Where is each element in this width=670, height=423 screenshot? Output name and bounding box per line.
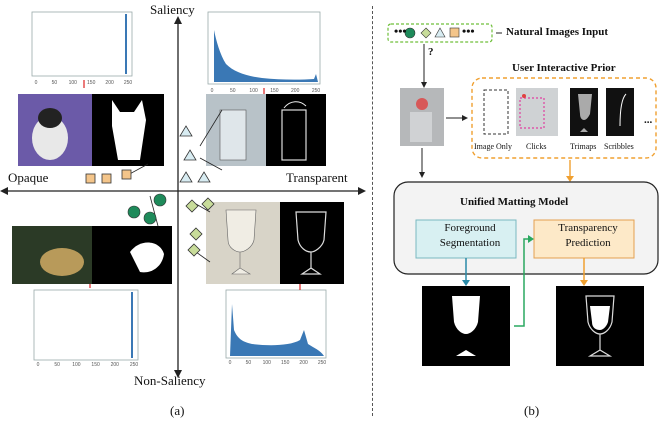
hist-tick-label: 0 — [37, 362, 40, 368]
hist-tick-label: 0 — [211, 88, 214, 94]
prior-box — [471, 77, 657, 159]
hist-tick-label: 100 — [69, 80, 78, 86]
input-title: Natural Images Input — [506, 26, 609, 38]
hist-tick-label: 100 — [263, 360, 272, 366]
circle-marker — [153, 193, 167, 207]
hist-tick-label: 250 — [124, 80, 133, 86]
square-marker — [101, 173, 112, 184]
horizontal-axis-arrow-right — [358, 187, 366, 195]
prior-title: User Interactive Prior — [512, 62, 616, 74]
diamond-marker — [201, 197, 215, 211]
hist-tick-label: 50 — [52, 80, 58, 86]
input-square-icon — [449, 27, 460, 38]
fg-label-line1: Foreground — [444, 222, 496, 234]
input-pill — [387, 23, 493, 43]
square-marker — [85, 173, 96, 184]
hist-tick-label: 50 — [54, 362, 60, 368]
horizontal-axis-arrow-left — [0, 187, 8, 195]
square-marker — [121, 169, 132, 180]
input-diamond-icon — [420, 27, 432, 39]
left-panel-canvas: 0 50 100 150 200 250 0 50 100 150 200 250 0 50 100 150 2… — [0, 11, 366, 378]
axis-label-non-saliency: Non-Saliency — [134, 373, 206, 388]
fg-seg-box — [415, 219, 517, 259]
circle-marker — [143, 211, 157, 225]
prior-label-image-only: Image Only — [474, 142, 512, 151]
hist-tick-label: 250 — [318, 360, 327, 366]
triangle-marker — [179, 171, 193, 183]
vertical-axis-arrow-top — [174, 16, 182, 24]
triangle-marker — [179, 125, 193, 137]
diamond-marker — [185, 199, 199, 213]
hist-tick-label: 150 — [270, 88, 279, 94]
hist-tick-label: 150 — [87, 80, 96, 86]
hist-tick-label: 200 — [105, 80, 114, 86]
hist-tick-label: 150 — [281, 360, 290, 366]
hist-tick-label: 250 — [130, 362, 139, 368]
tp-label-line2: Prediction — [565, 237, 611, 249]
splash-glass-matte — [266, 94, 326, 166]
triangle-marker — [197, 171, 211, 183]
hist-tick-label: 50 — [246, 360, 252, 366]
panel-divider — [372, 6, 373, 416]
prior-image-only — [483, 89, 509, 135]
right-panel-canvas — [387, 23, 659, 366]
caption-b: (b) — [524, 403, 540, 418]
transp-box — [533, 219, 635, 259]
hist-tick-label: 0 — [35, 80, 38, 86]
input-trailing-dots: ••• — [462, 24, 475, 38]
diamond-marker — [187, 243, 201, 257]
input-triangle-icon — [434, 27, 446, 38]
axis-label-transparent: Transparent — [286, 170, 348, 185]
axis-label-saliency: Saliency — [150, 2, 195, 17]
prior-scribbles — [606, 88, 634, 136]
tp-label-line1: Transparency — [558, 222, 618, 234]
model-title: Unified Matting Model — [460, 196, 569, 208]
caption-a: (a) — [170, 403, 185, 418]
prior-label-scribbles: Scribbles — [604, 142, 634, 151]
diamond-marker — [189, 227, 203, 241]
input-leading-dots: ••• — [394, 24, 407, 38]
hist-tick-label: 200 — [111, 362, 120, 368]
hist-tick-label: 200 — [291, 88, 300, 94]
prior-ellipsis: ... — [644, 114, 653, 126]
hist-tick-label: 150 — [91, 362, 100, 368]
histogram-nonsaliency-opaque — [33, 289, 139, 361]
question-mark: ? — [428, 46, 434, 58]
hist-tick-label: 100 — [249, 88, 258, 94]
histogram-saliency-opaque — [31, 11, 133, 77]
hist-tick-label: 50 — [230, 88, 236, 94]
histogram-curve-bottom-right — [230, 304, 324, 356]
vertical-axis-arrow-bottom — [174, 370, 182, 378]
hist-tick-label: 100 — [72, 362, 81, 368]
axis-label-opaque: Opaque — [8, 170, 49, 185]
hist-tick-label: 200 — [299, 360, 308, 366]
hist-tick-label: 250 — [312, 88, 321, 94]
hist-tick-label: 0 — [229, 360, 232, 366]
wine-glass-matte — [280, 202, 344, 284]
fg-label-line2: Segmentation — [439, 237, 501, 249]
input-circle-icon — [404, 27, 416, 39]
circle-marker — [127, 205, 141, 219]
histogram-curve-top-right — [214, 30, 318, 82]
prior-label-clicks: Clicks — [526, 142, 547, 151]
prior-label-trimaps: Trimaps — [570, 142, 597, 151]
triangle-marker — [183, 149, 197, 161]
